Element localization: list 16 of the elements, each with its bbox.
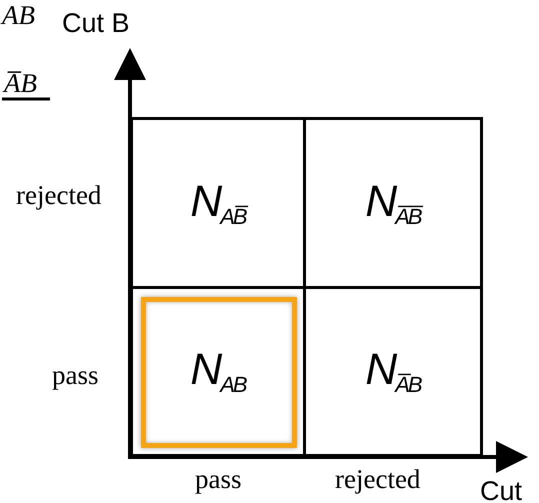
axis-title: Cut B bbox=[62, 10, 130, 37]
count-symbol: N$_{A̅B}$ bbox=[365, 345, 421, 398]
count-symbol: N$_{AB̅}$ bbox=[190, 176, 246, 230]
formula-fragment: AB bbox=[2, 2, 35, 29]
count-symbol: N$_{A̅B̅}$ bbox=[365, 176, 421, 230]
row-label: pass bbox=[52, 362, 98, 389]
axis-title: Cut bbox=[480, 478, 522, 503]
table-cell bbox=[306, 289, 483, 457]
table-cell bbox=[306, 117, 483, 289]
column-label: pass bbox=[195, 466, 242, 493]
formula-fragment: A̅B bbox=[4, 70, 37, 97]
column-label: rejected bbox=[335, 466, 420, 493]
row-label: rejected bbox=[16, 182, 102, 209]
highlighted-cell bbox=[130, 289, 306, 457]
table-cell bbox=[130, 117, 306, 289]
count-symbol: N$_{AB}$ bbox=[190, 345, 246, 398]
